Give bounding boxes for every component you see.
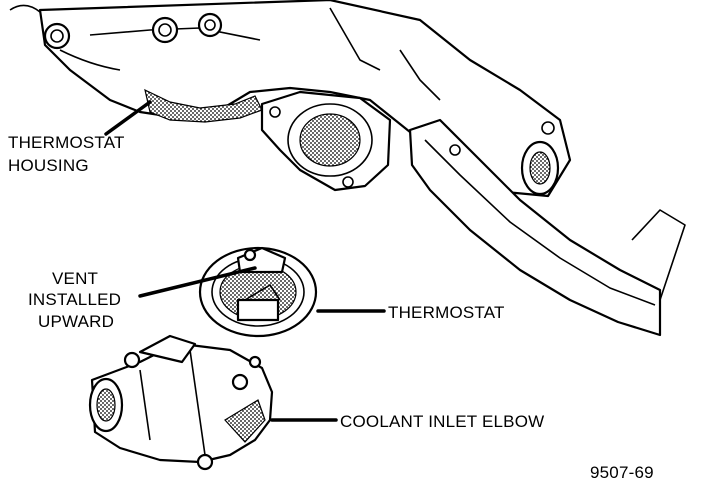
label-thermostat-housing-line1: THERMOSTAT (8, 133, 125, 152)
label-vent-line1: VENT (52, 269, 98, 288)
label-thermostat-housing-line2: HOUSING (8, 156, 89, 175)
thermostat (198, 246, 318, 338)
manifold-bolts (9, 4, 223, 50)
thermostat-housing (260, 90, 392, 192)
outlet-pipe (408, 118, 686, 337)
label-coolant-inlet-elbow: COOLANT INLET ELBOW (340, 412, 544, 431)
leader-lines (104, 100, 386, 422)
leader-thermostat-housing (104, 100, 152, 136)
label-thermostat: THERMOSTAT (388, 303, 505, 322)
coolant-inlet-elbow (88, 334, 274, 471)
label-vent-line2: INSTALLED (28, 290, 121, 309)
label-vent-line3: UPWARD (38, 312, 114, 331)
leader-vent (138, 266, 257, 298)
figure-number: 9507-69 (590, 463, 654, 482)
